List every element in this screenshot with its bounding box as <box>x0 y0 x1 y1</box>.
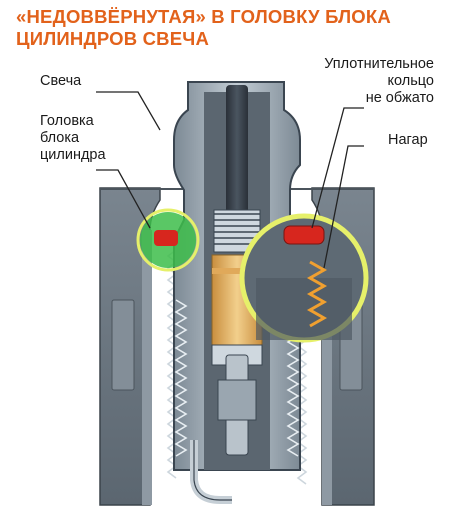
title-line-2: ЦИЛИНДРОВ СВЕЧА <box>16 28 210 49</box>
label-carbon-deposit: Нагар <box>388 132 428 148</box>
label-spark-plug: Свеча <box>40 73 82 89</box>
magnifier-callout <box>239 213 369 343</box>
title-line-1: «НЕДОВВЁРНУТАЯ» В ГОЛОВКУ БЛОКА <box>16 6 391 27</box>
diagram-title: «НЕДОВВЁРНУТАЯ» В ГОЛОВКУ БЛОКА ЦИЛИНДРО… <box>16 6 456 50</box>
leader-lines <box>96 91 364 269</box>
left-callout-zone <box>136 208 200 272</box>
label-sealing-ring: Уплотнительное кольцо не обжато <box>324 56 434 106</box>
sealing-ring <box>283 225 325 245</box>
carbon-deposit <box>306 260 328 328</box>
label-cylinder-head: Головка блока цилиндра <box>40 113 106 163</box>
